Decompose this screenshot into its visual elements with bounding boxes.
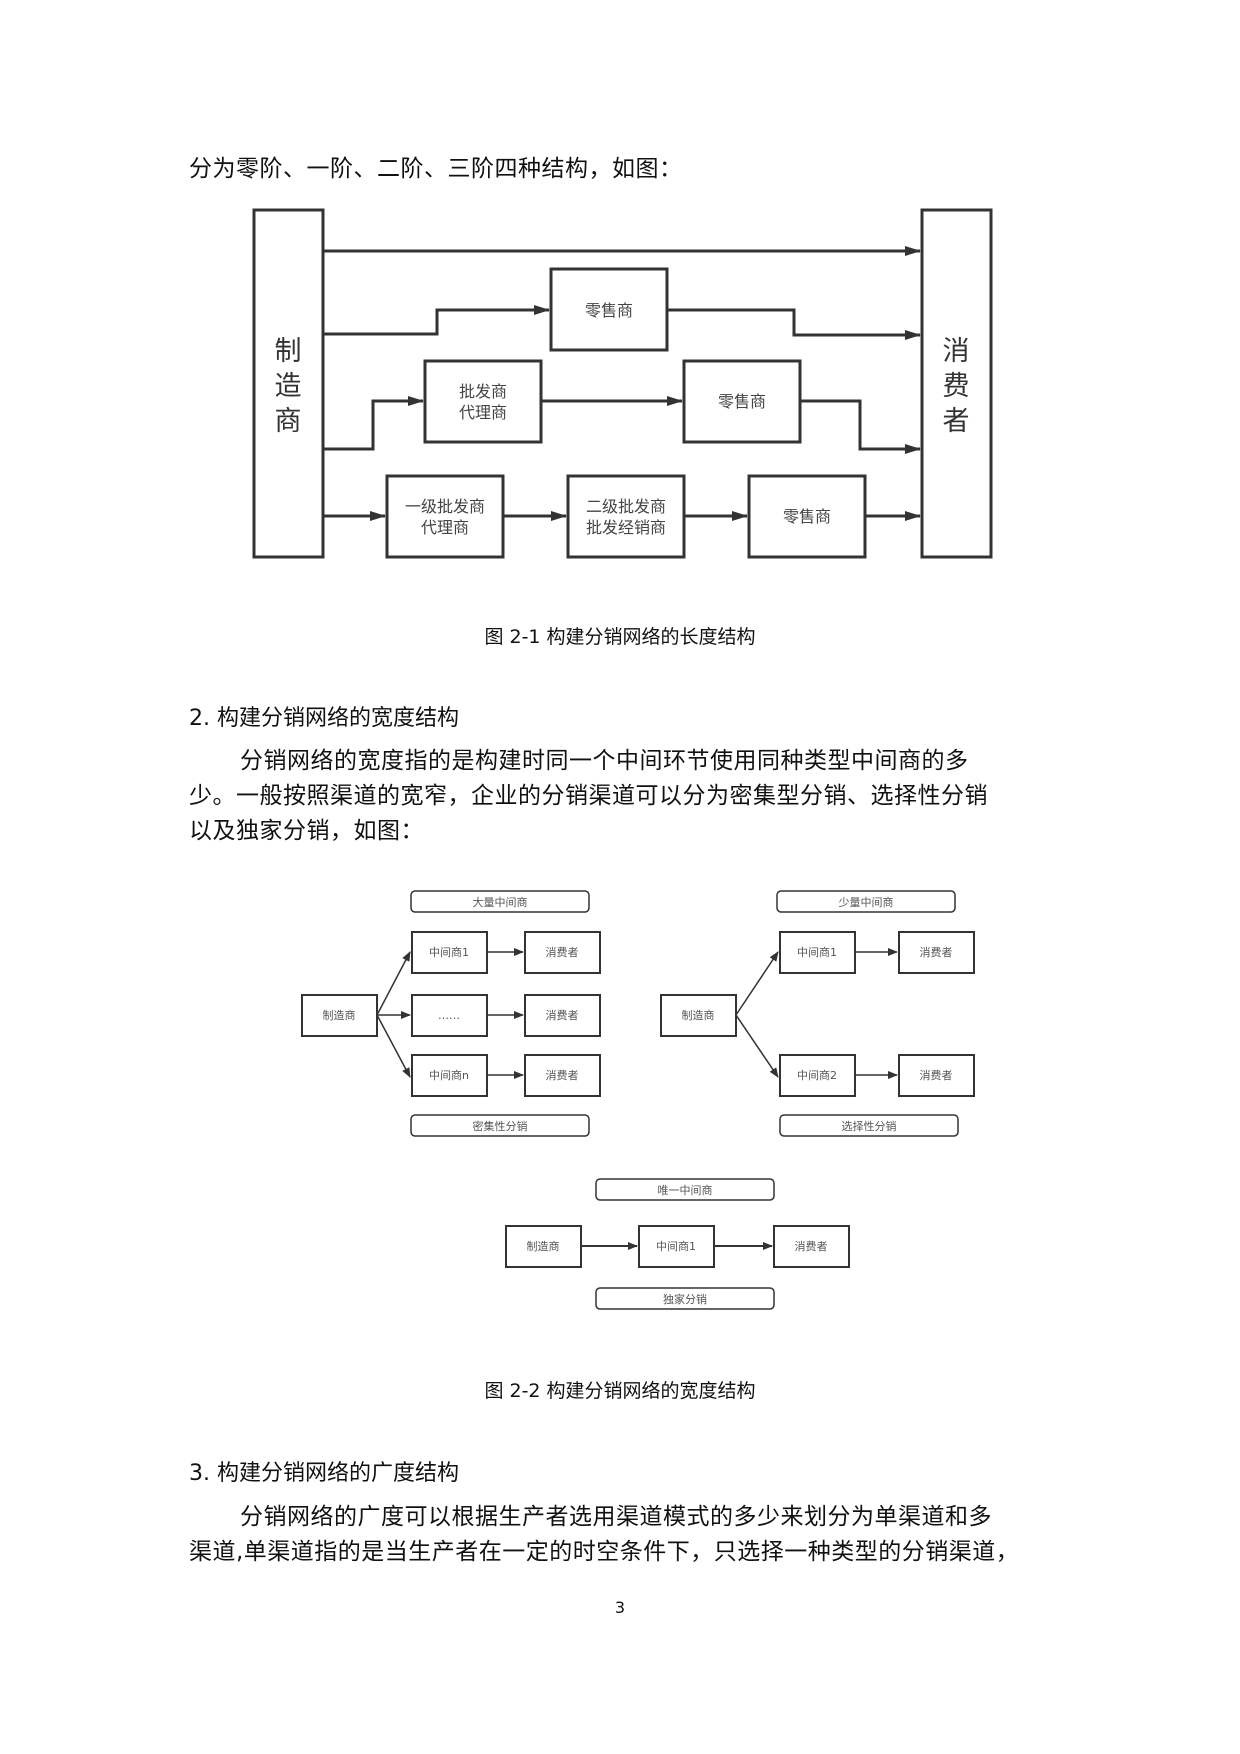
exclusive-manufacturer-box	[505, 1225, 582, 1268]
intensive-consumer3-box	[524, 1054, 601, 1097]
intensive-manufacturer-box	[301, 994, 378, 1037]
row2-wholesaler-label-2: 代理商	[459, 403, 507, 422]
figure-length-structure: 制 造 商 消 费 者 零售商 批发商 代理商 零售商 一级批发商 代理商 二级…	[252, 208, 993, 559]
intensive-bottom-label-box	[410, 1114, 590, 1137]
intensive-top-label-box	[410, 890, 590, 913]
exclusive-top-label: 唯一中间商	[658, 1183, 713, 1197]
row3-first-wholesaler-label-1: 一级批发商	[405, 497, 485, 516]
section3-heading: 3. 构建分销网络的广度结构	[189, 1461, 459, 1486]
selective-consumer2-label: 消费者	[920, 1068, 953, 1082]
section2-para-line-3: 以及独家分销，如图：	[189, 818, 424, 844]
exclusive-top-label-box	[595, 1178, 775, 1201]
intensive-consumer2-box	[524, 994, 601, 1037]
section2-para-line-2: 少。一般按照渠道的宽窄，企业的分销渠道可以分为密集型分销、选择性分销	[189, 783, 988, 809]
consumer-char-1: 消	[943, 336, 970, 367]
intensive-consumer1-label: 消费者	[546, 945, 579, 959]
intensive-top-label: 大量中间商	[473, 895, 528, 909]
manufacturer-char-1: 制	[275, 336, 302, 367]
consumer-box	[920, 208, 993, 559]
row2-retailer-box	[682, 359, 802, 444]
exclusive-manufacturer-label: 制造商	[527, 1239, 560, 1253]
manufacturer-char-3: 商	[275, 406, 302, 437]
selective-bottom-label: 选择性分销	[842, 1119, 897, 1133]
intensive-middleman1-box	[411, 931, 488, 974]
consumer-char-3: 者	[943, 406, 970, 437]
intensive-middlemann-label: 中间商n	[429, 1068, 469, 1082]
row3-second-wholesaler-label-1: 二级批发商	[586, 497, 666, 516]
section2-heading: 2. 构建分销网络的宽度结构	[189, 706, 459, 731]
selective-middleman2-label: 中间商2	[797, 1068, 837, 1082]
row1-retailer-label: 零售商	[585, 301, 633, 320]
exclusive-middleman-label: 中间商1	[656, 1239, 696, 1253]
row2-wholesaler-label-1: 批发商	[459, 382, 507, 401]
selective-consumer1-box	[898, 931, 975, 974]
selective-manufacturer-label: 制造商	[682, 1008, 715, 1022]
row1-retailer-box	[549, 267, 669, 352]
intensive-manufacturer-label: 制造商	[323, 1008, 356, 1022]
section3-para-line-1: 分销网络的广度可以根据生产者选用渠道模式的多少来划分为单渠道和多	[240, 1504, 992, 1530]
selective-bottom-label-box	[779, 1114, 959, 1137]
selective-middleman2-box	[779, 1054, 856, 1097]
figure2-caption: 图 2-2 构建分销网络的宽度结构	[484, 1380, 756, 1402]
selective-top-label-box	[776, 890, 956, 913]
exclusive-middleman-box	[638, 1225, 715, 1268]
intensive-middlemann-box	[411, 1054, 488, 1097]
section2-para-line-1: 分销网络的宽度指的是构建时同一个中间环节使用同种类型中间商的多	[240, 748, 969, 774]
exclusive-bottom-label: 独家分销	[663, 1292, 707, 1306]
selective-consumer2-box	[898, 1054, 975, 1097]
intensive-middleman1-label: 中间商1	[429, 945, 469, 959]
row3-first-wholesaler-box	[385, 474, 505, 559]
selective-manufacturer-box	[660, 994, 737, 1037]
consumer-char-2: 费	[943, 371, 970, 402]
manufacturer-box	[252, 208, 325, 559]
intensive-consumer2-label: 消费者	[546, 1008, 579, 1022]
intro-paragraph: 分为零阶、一阶、二阶、三阶四种结构，如图：	[189, 156, 683, 182]
intensive-consumer1-box	[524, 931, 601, 974]
section3-para-line-2: 渠道,单渠道指的是当生产者在一定的时空条件下，只选择一种类型的分销渠道，	[189, 1539, 1020, 1565]
selective-middleman1-label: 中间商1	[797, 945, 837, 959]
row2-retailer-label: 零售商	[718, 392, 766, 411]
row3-first-wholesaler-label-2: 代理商	[421, 518, 469, 537]
row3-retailer-box	[747, 474, 867, 559]
manufacturer-char-2: 造	[275, 371, 302, 402]
intensive-middleman-ellipsis-label: ……	[438, 1009, 460, 1022]
page-number: 3	[614, 1598, 626, 1617]
exclusive-consumer-label: 消费者	[795, 1239, 828, 1253]
row3-second-wholesaler-label-2: 批发经销商	[586, 518, 666, 537]
selective-consumer1-label: 消费者	[920, 945, 953, 959]
row2-wholesaler-box	[423, 359, 543, 444]
exclusive-consumer-box	[773, 1225, 850, 1268]
intensive-bottom-label: 密集性分销	[473, 1119, 528, 1133]
row3-retailer-label: 零售商	[783, 507, 831, 526]
figure-width-structure: 大量中间商 制造商 中间商1 …… 中间商n 消费者 消费者 消费者 密集性分销…	[301, 890, 975, 1310]
intensive-consumer3-label: 消费者	[546, 1068, 579, 1082]
figure1-caption: 图 2-1 构建分销网络的长度结构	[484, 626, 756, 648]
selective-top-label: 少量中间商	[839, 895, 894, 909]
exclusive-bottom-label-box	[595, 1287, 775, 1310]
row3-second-wholesaler-box	[566, 474, 686, 559]
